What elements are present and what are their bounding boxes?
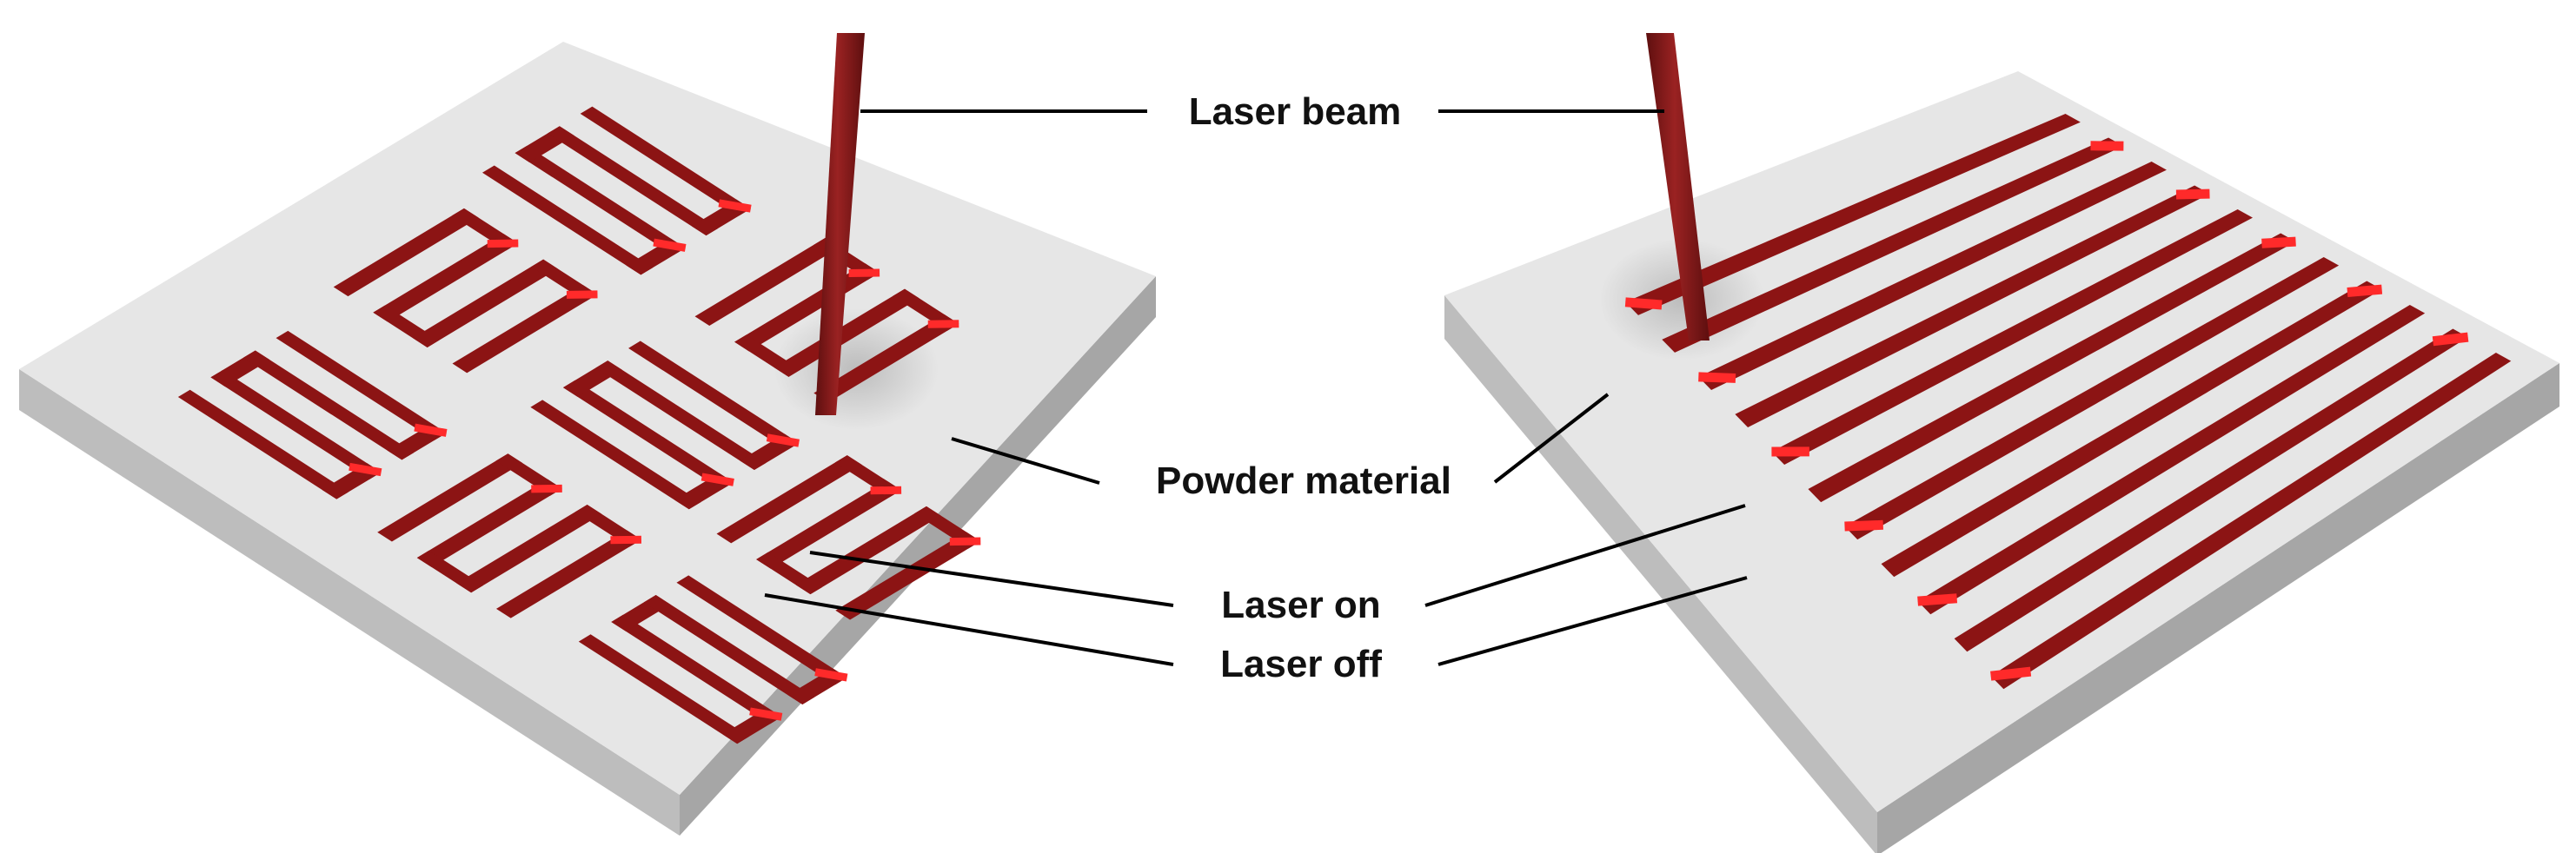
laser-off-segment xyxy=(2347,284,2383,298)
laser-off-segment xyxy=(1917,593,1958,606)
right-stripe-scan-pattern xyxy=(1624,113,2512,690)
laser-beam-label: Laser beam xyxy=(1189,90,1402,133)
laser-on-track xyxy=(1735,185,2210,427)
laser-on-track xyxy=(412,259,558,347)
scan-island xyxy=(177,330,448,499)
laser-on-track xyxy=(1917,305,2426,615)
laser-on-track xyxy=(835,532,981,620)
laser-on-track xyxy=(373,234,519,322)
laser-on-track xyxy=(1771,208,2254,466)
laser-off-segment xyxy=(2175,188,2210,200)
laser-on-track xyxy=(416,479,562,567)
laser-off-segment xyxy=(718,199,752,213)
laser-on-track xyxy=(1698,161,2167,390)
laser-on-track xyxy=(210,370,382,480)
laser-off-segment xyxy=(814,668,848,682)
laser-on-track xyxy=(515,145,686,255)
laser-off-segment xyxy=(1990,666,2032,681)
laser-on-track xyxy=(276,330,447,440)
right-build-plate xyxy=(1444,71,2559,853)
scan-island xyxy=(716,455,981,620)
leader-lines xyxy=(764,109,1748,666)
left-plate-top-face xyxy=(19,42,1156,795)
laser-on-track xyxy=(530,400,701,510)
laser-on-track xyxy=(456,505,602,593)
laser-on-track xyxy=(1662,137,2124,353)
laser-on-track xyxy=(676,575,847,685)
laser-on-track xyxy=(716,455,862,544)
laser-off-segment xyxy=(2432,332,2469,347)
laser-on-track xyxy=(643,595,815,704)
laser-on-track xyxy=(694,237,840,327)
powder-material-left-leader xyxy=(951,437,1100,485)
laser-on-track xyxy=(1625,113,2081,315)
laser-on-track xyxy=(628,341,800,451)
laser-off-segment xyxy=(2261,236,2296,248)
laser-on-track xyxy=(795,506,941,595)
laser-off-segment xyxy=(700,473,734,486)
powder-material-right-leader xyxy=(1493,393,1610,484)
scan-island xyxy=(530,341,800,510)
laser-off-right-leader xyxy=(1437,576,1748,666)
laser-on-track xyxy=(756,480,902,569)
laser-on-track xyxy=(452,285,598,374)
laser-on-track xyxy=(1844,257,2340,540)
laser-on-track xyxy=(177,389,349,499)
laser-off-segment xyxy=(766,433,800,447)
laser-on-track xyxy=(1881,281,2382,578)
left-build-plate xyxy=(19,42,1156,836)
laser-off-segment xyxy=(349,462,382,477)
laser-off-segment xyxy=(1844,519,1883,532)
laser-off-segment xyxy=(610,535,642,545)
laser-off-segment xyxy=(1624,297,1663,310)
laser-off-left-leader xyxy=(764,593,1174,666)
laser-on-track xyxy=(580,106,751,216)
laser-on-track xyxy=(1990,353,2512,690)
laser-on-track xyxy=(595,360,767,471)
left-island-scan-pattern xyxy=(177,106,981,744)
laser-on-track xyxy=(773,288,920,377)
laser-on-left-leader xyxy=(809,551,1174,607)
laser-on-track xyxy=(242,350,415,460)
laser-on-track xyxy=(1954,328,2468,652)
laser-on-track xyxy=(611,614,782,724)
laser-on-track xyxy=(1808,233,2296,503)
laser-off-segment xyxy=(531,484,562,493)
laser-off-segment xyxy=(949,537,981,546)
laser-off-segment xyxy=(927,320,959,328)
laser-on-track xyxy=(562,380,734,490)
laser-off-segment xyxy=(414,423,448,437)
laser-on-track xyxy=(548,126,719,236)
scan-island xyxy=(333,208,598,374)
laser-on-track xyxy=(813,314,959,403)
laser-off-segment xyxy=(487,239,519,248)
left-plate-front-face xyxy=(19,369,680,836)
left-laser-beam xyxy=(815,33,865,415)
laser-off-segment xyxy=(749,707,783,721)
scan-island xyxy=(578,575,848,744)
powder-material-label: Powder material xyxy=(1156,460,1451,502)
laser-on-track xyxy=(578,634,749,744)
laser-off-segment xyxy=(653,238,687,252)
scan-island xyxy=(481,106,752,275)
laser-off-segment xyxy=(566,290,598,299)
right-plate-side-face xyxy=(1877,363,2559,853)
right-plate-front-face xyxy=(1444,295,1877,853)
laser-off-segment xyxy=(1698,372,1736,383)
laser-on-track xyxy=(333,208,479,297)
laser-on-track xyxy=(496,530,641,618)
laser-on-label: Laser on xyxy=(1221,584,1380,626)
laser-on-track xyxy=(377,453,523,542)
laser-on-right-leader xyxy=(1424,504,1746,607)
laser-off-label: Laser off xyxy=(1220,643,1382,685)
laser-on-track xyxy=(481,165,654,275)
laser-off-segment xyxy=(848,268,880,277)
scan-island xyxy=(377,453,642,618)
laser-off-segment xyxy=(870,486,902,495)
